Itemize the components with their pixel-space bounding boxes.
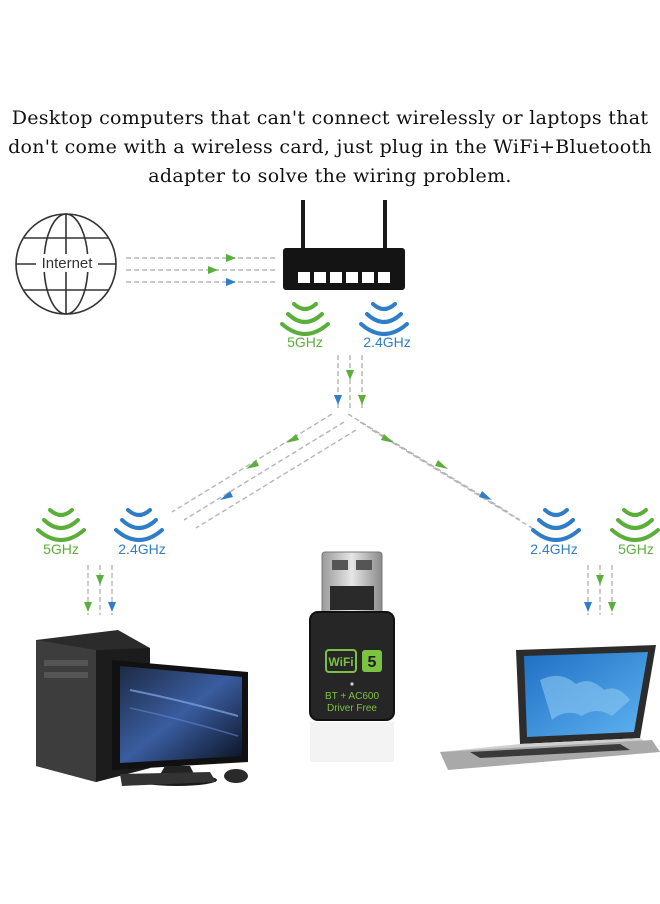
arrow-green-5 bbox=[286, 434, 299, 443]
band-label-24ghz-router: 2.4GHz bbox=[363, 334, 410, 350]
arrow-green-3 bbox=[346, 370, 354, 380]
arrow-green-7 bbox=[381, 434, 394, 443]
arrow-blue-4 bbox=[479, 491, 492, 500]
wifi-icon-24ghz-right bbox=[531, 508, 581, 542]
band-label-5ghz-router: 5GHz bbox=[287, 334, 323, 350]
band-label-5ghz-left: 5GHz bbox=[43, 541, 79, 557]
arrow-green-6 bbox=[246, 460, 259, 469]
arrow-green-8 bbox=[435, 460, 448, 469]
band-label-5ghz-right: 5GHz bbox=[618, 541, 654, 557]
arrow-green-4 bbox=[358, 395, 366, 405]
adapter-number-badge: 5 bbox=[368, 654, 377, 671]
arrow-green-2 bbox=[208, 266, 218, 274]
adapter-driver-line: Driver Free bbox=[327, 703, 377, 714]
left-down-links bbox=[87, 565, 113, 615]
wifi-icon-24ghz-router bbox=[359, 302, 409, 336]
arrow-blue-6 bbox=[584, 602, 592, 612]
arrow-green-12 bbox=[608, 602, 616, 612]
arrow-blue-3 bbox=[220, 491, 233, 500]
laptop-icon bbox=[440, 645, 660, 770]
band-label-24ghz-left: 2.4GHz bbox=[118, 541, 165, 557]
usb-adapter-icon: WiFi 5 BT + AC600 Driver Free bbox=[309, 551, 395, 762]
arrow-green-10 bbox=[96, 575, 104, 585]
wifi-icon-5ghz-left bbox=[36, 508, 86, 542]
adapter-spec-line: BT + AC600 bbox=[325, 691, 379, 702]
wifi-icon-5ghz-right bbox=[610, 508, 660, 542]
internet-router-links bbox=[126, 257, 276, 283]
caption: Desktop computers that can't connect wir… bbox=[0, 104, 660, 191]
arrow-blue-5 bbox=[108, 602, 116, 612]
caption-line-1: Desktop computers that can't connect wir… bbox=[11, 107, 649, 129]
internet-label: Internet bbox=[42, 255, 94, 272]
right-branch-links bbox=[347, 413, 533, 529]
arrow-blue-1 bbox=[226, 278, 236, 286]
arrow-green-1 bbox=[226, 254, 236, 262]
wifi-icon-5ghz-router bbox=[280, 302, 330, 336]
left-branch-links bbox=[171, 413, 357, 529]
adapter-wifi-badge: WiFi bbox=[328, 655, 353, 669]
arrow-green-11 bbox=[596, 575, 604, 585]
band-label-24ghz-right: 2.4GHz bbox=[530, 541, 577, 557]
router-down-links bbox=[337, 355, 363, 408]
wifi-icon-24ghz-left bbox=[114, 508, 164, 542]
desktop-computer-icon bbox=[36, 630, 248, 786]
caption-line-2: don't come with a wireless card, just pl… bbox=[8, 136, 652, 158]
right-down-links bbox=[587, 565, 613, 615]
arrow-blue-2 bbox=[334, 395, 342, 405]
router-icon bbox=[283, 200, 405, 290]
arrow-green-9 bbox=[84, 602, 92, 612]
caption-line-3: adapter to solve the wiring problem. bbox=[148, 165, 512, 187]
